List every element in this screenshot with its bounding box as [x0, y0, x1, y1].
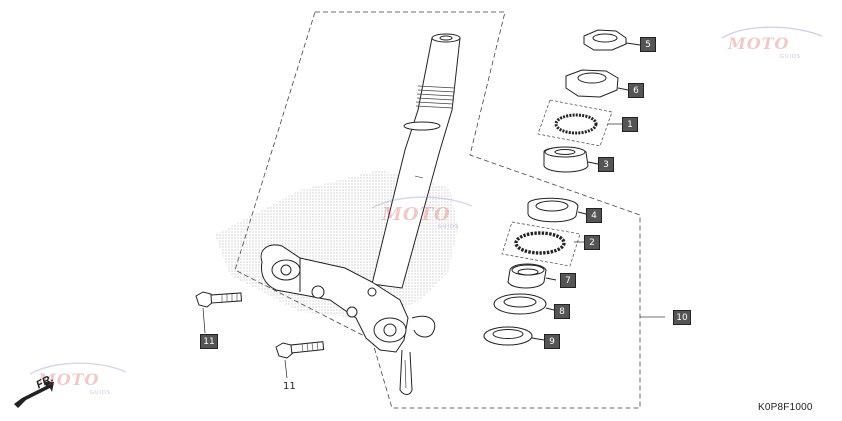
- watermark-logo-center: MOTO: [382, 204, 451, 225]
- watermark-sub-bottom-left: GUIDS: [90, 390, 112, 396]
- watermark-logo-bottom-left: MOTO: [38, 370, 100, 389]
- callout-8: 8: [554, 304, 570, 319]
- watermark-logo-top-right: MOTO: [728, 34, 790, 53]
- watermark-sub-center: GUIDS: [438, 224, 460, 230]
- lower-ball-race: [501, 221, 584, 267]
- callout-10: 10: [673, 310, 691, 325]
- upper-ball-race: [537, 99, 622, 147]
- bolt-leaders: [202, 307, 288, 379]
- callout-1: 1: [622, 117, 638, 132]
- dust-seal: [493, 293, 555, 315]
- callout-2: 2: [584, 235, 600, 250]
- upper-outer-race: [527, 197, 587, 223]
- steering-stem-shaft: [371, 33, 461, 289]
- callout-7: 7: [560, 273, 576, 288]
- watermark-swoosh-3: [29, 362, 127, 375]
- lock-nut: [583, 29, 641, 51]
- watermark-swoosh-2: [371, 196, 473, 209]
- callout-4: 4: [586, 208, 602, 223]
- callout-9: 9: [544, 334, 560, 349]
- watermark-sub-top-right: GUIDS: [780, 54, 802, 60]
- callout-6: 6: [628, 83, 644, 98]
- bolt-lower-label: 11: [283, 381, 296, 392]
- diagram-code: K0P8F1000: [758, 402, 813, 413]
- adjusting-nut: [565, 69, 629, 98]
- bolt-lower: [275, 341, 325, 359]
- lower-bracket: [260, 244, 436, 395]
- bolt-upper: [195, 291, 243, 308]
- callout-5: 5: [640, 37, 656, 52]
- callout-3: 3: [598, 157, 614, 172]
- watermark-swoosh-1: [721, 26, 823, 39]
- top-cone-race: [543, 146, 599, 173]
- callout-11: 11: [200, 334, 218, 349]
- washer: [483, 326, 545, 346]
- front-direction-arrow: [14, 382, 54, 408]
- bottom-cone-race: [507, 263, 557, 289]
